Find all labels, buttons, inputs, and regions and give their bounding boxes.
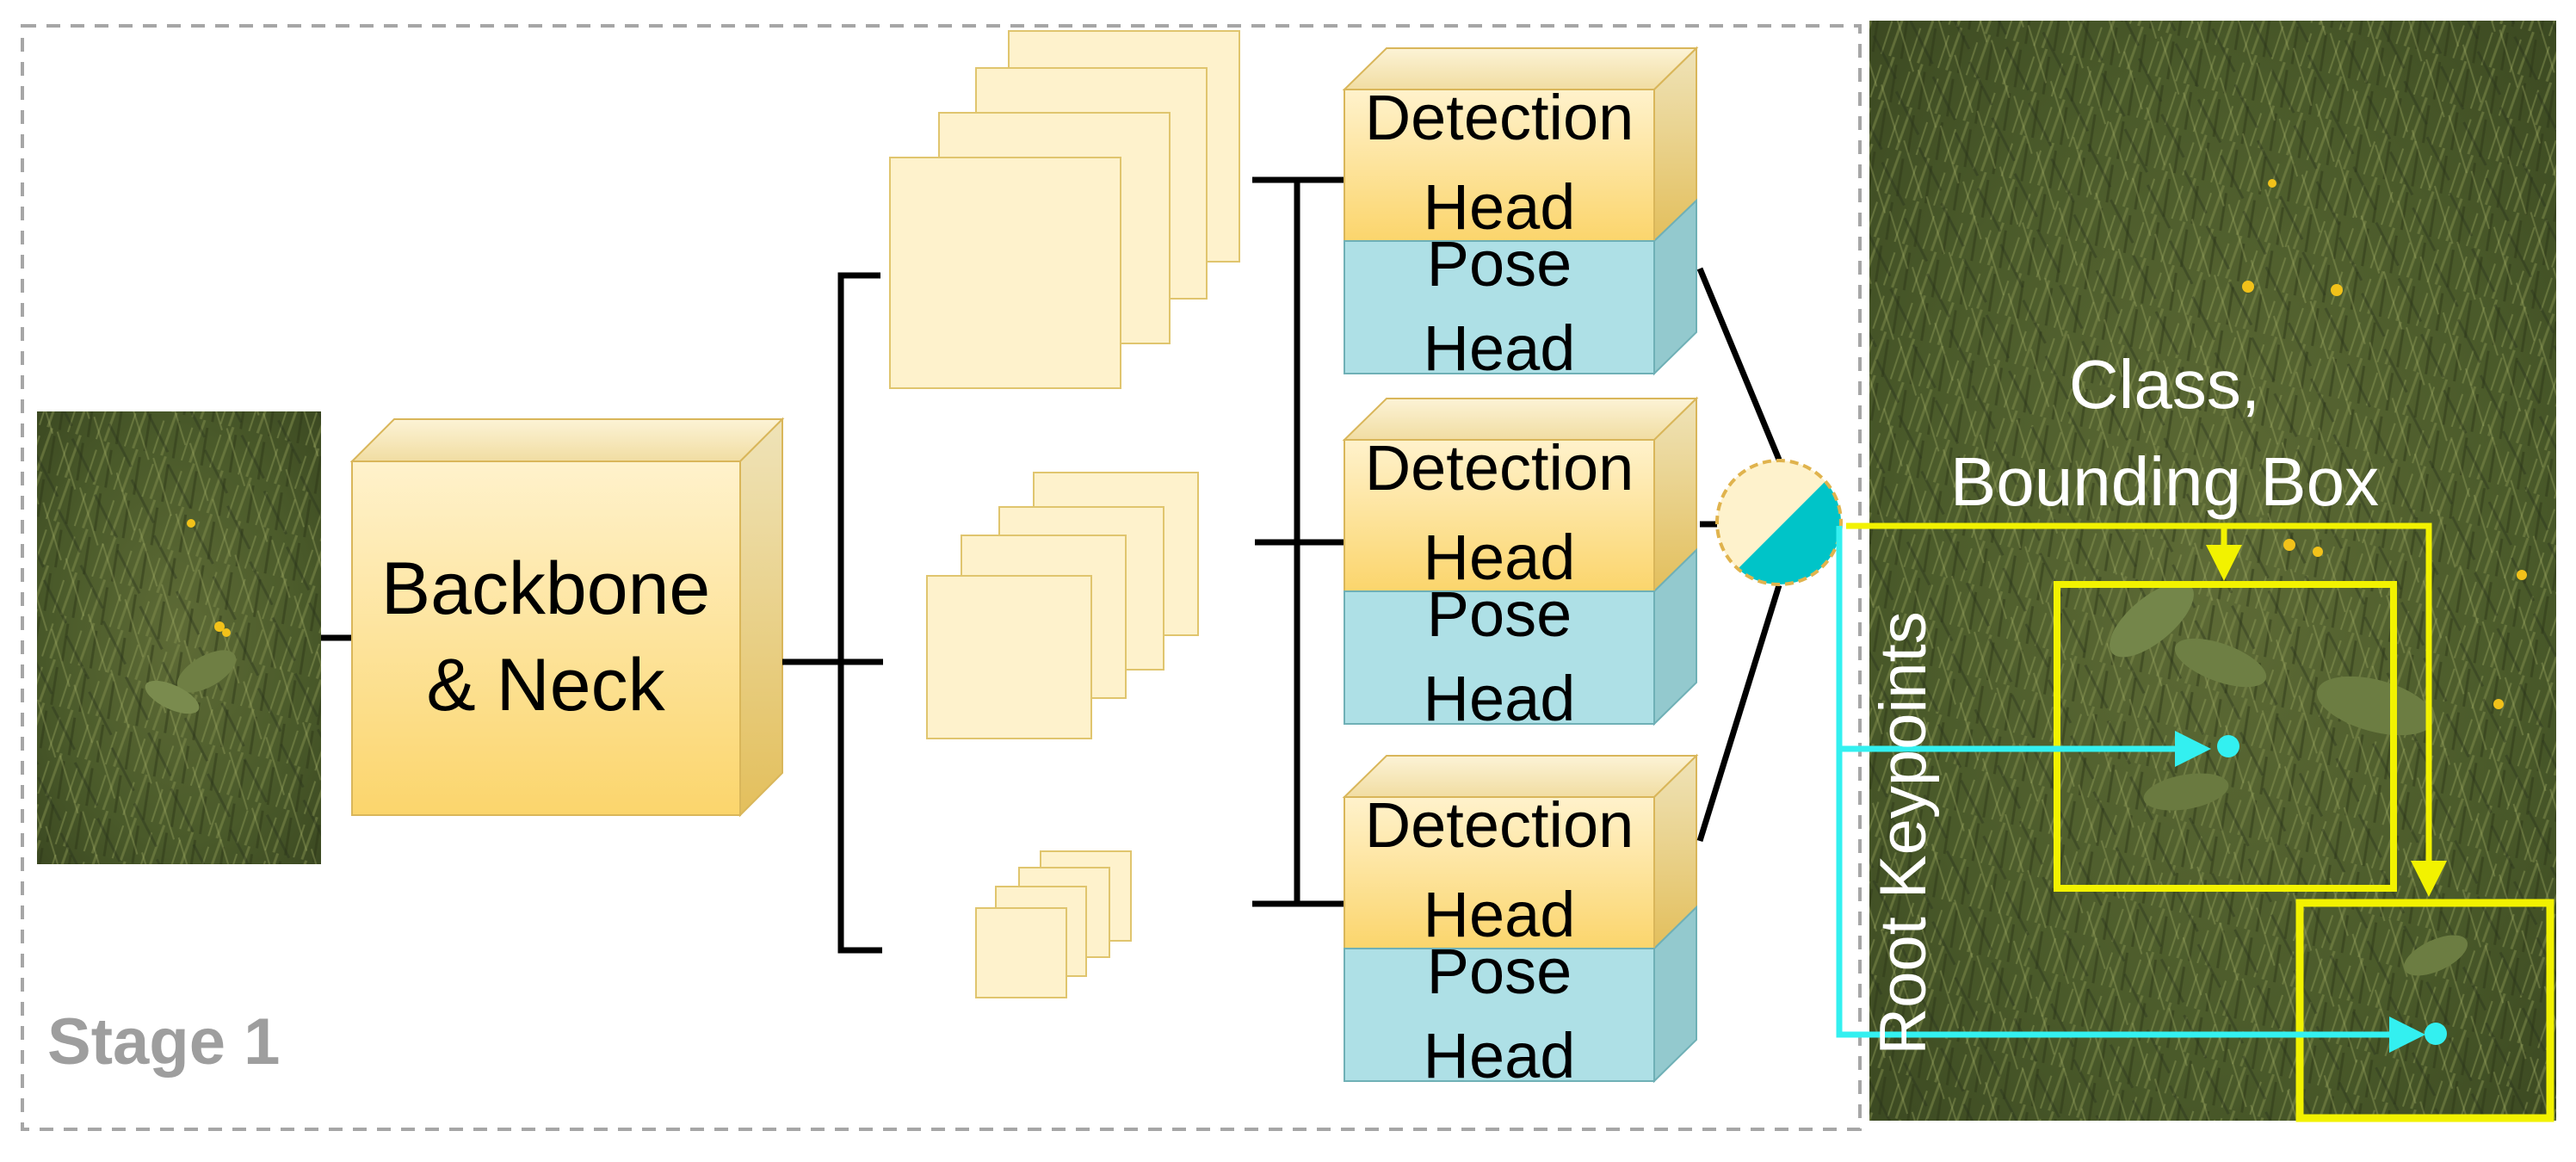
- bounding-box-1: [2054, 581, 2397, 892]
- root-keypoints-label: Root Keypoints: [1867, 611, 1940, 1054]
- feature-map-stack-large: [889, 30, 1240, 389]
- detection-head-label: Detection: [1365, 789, 1634, 861]
- class-label-line1: Class,: [2069, 346, 2260, 423]
- detection-head-label: Head: [1424, 171, 1576, 243]
- stage-label: Stage 1: [47, 1005, 280, 1079]
- pose-head-label: Pose: [1427, 578, 1572, 650]
- merge-node: [1715, 459, 1843, 586]
- feature-map-stack-medium: [926, 472, 1199, 739]
- pose-head-label: Head: [1424, 663, 1576, 734]
- detection-head-label: Detection: [1365, 432, 1634, 504]
- detection-head-label: Head: [1424, 522, 1576, 593]
- pose-head-label: Pose: [1427, 936, 1572, 1007]
- backbone-neck-block: Backbone & Neck: [349, 417, 785, 818]
- head-block-1: Detection Head Pose Head: [1342, 46, 1699, 384]
- keypoint-arrows: [1836, 526, 2425, 1053]
- root-keypoint-1: [2217, 735, 2239, 757]
- root-keypoint-2: [2425, 1023, 2447, 1045]
- pose-head-label: Head: [1424, 1020, 1576, 1091]
- merge-connectors: [1696, 267, 1782, 843]
- input-image: [37, 411, 321, 864]
- backbone-label-line2: & Neck: [426, 644, 665, 726]
- output-image: [1869, 21, 2556, 1121]
- pose-head-label: Pose: [1427, 228, 1572, 300]
- class-label-line2: Bounding Box: [1950, 443, 2379, 520]
- head-block-2: Detection Head Pose Head: [1342, 396, 1699, 734]
- heads-bracket: [1252, 176, 1345, 907]
- class-bbox-arrows: [1846, 522, 2447, 897]
- bounding-box-2: [2295, 899, 2554, 1122]
- feature-bracket: [782, 272, 883, 954]
- head-block-3: Detection Head Pose Head: [1342, 753, 1699, 1091]
- stage-boundary: [21, 24, 1862, 1131]
- detection-head-label: Head: [1424, 879, 1576, 950]
- backbone-label-line1: Backbone: [381, 547, 711, 630]
- pose-head-label: Head: [1424, 312, 1576, 384]
- feature-map-stack-small: [975, 850, 1132, 998]
- detection-head-label: Detection: [1365, 82, 1634, 153]
